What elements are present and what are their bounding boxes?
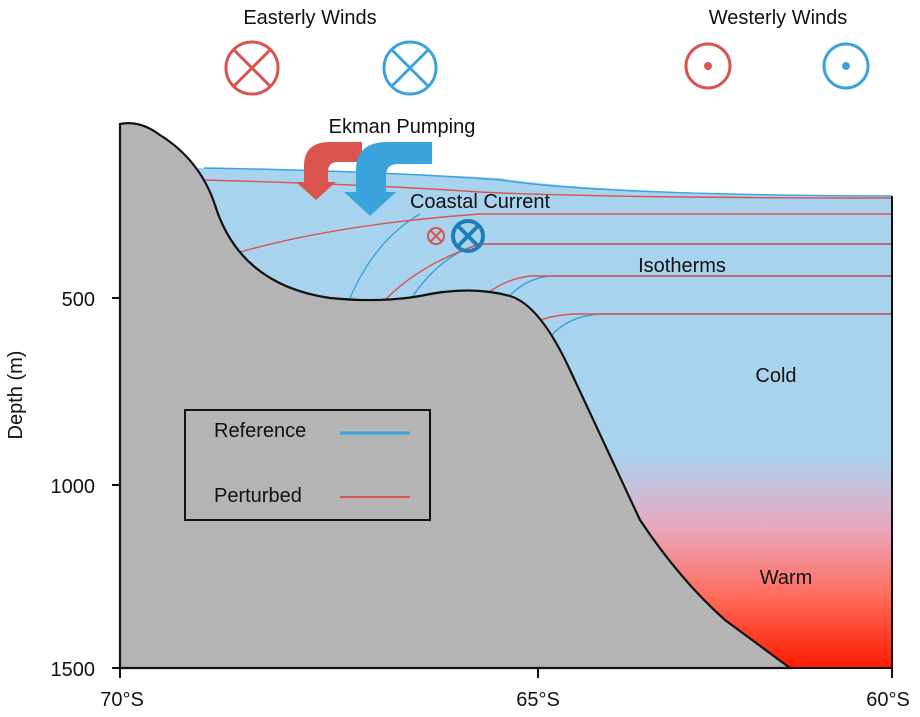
easterly-perturbed-circle-cross-icon bbox=[224, 40, 280, 96]
westerly-winds-label: Westerly Winds bbox=[709, 7, 848, 29]
westerly-reference-circle-dot-icon bbox=[822, 42, 870, 90]
ytick-1000: 1000 bbox=[51, 476, 96, 498]
axes bbox=[112, 124, 893, 678]
legend: Reference Perturbed bbox=[184, 409, 431, 521]
coastal-current-perturbed-circle-cross-icon bbox=[427, 227, 445, 245]
seafloor-shelf bbox=[118, 122, 794, 670]
xtick-65s: 65°S bbox=[516, 689, 560, 711]
coastal-current-reference-circle-cross-icon bbox=[451, 219, 485, 253]
legend-reference-label: Reference bbox=[214, 420, 306, 442]
perturbed-isotherm-1 bbox=[239, 213, 892, 253]
ekman-perturbed-arrow-icon bbox=[296, 142, 362, 200]
ytick-500: 500 bbox=[62, 289, 95, 311]
isotherms-label: Isotherms bbox=[638, 255, 726, 277]
cold-label: Cold bbox=[755, 365, 796, 387]
xtick-60s: 60°S bbox=[866, 689, 910, 711]
easterly-reference-circle-cross-icon bbox=[382, 40, 438, 96]
y-axis-label: Depth (m) bbox=[5, 351, 27, 440]
coastal-current-label: Coastal Current bbox=[410, 191, 551, 213]
ytick-1500: 1500 bbox=[51, 659, 96, 681]
warm-label: Warm bbox=[760, 567, 813, 589]
easterly-winds-label: Easterly Winds bbox=[243, 7, 376, 29]
legend-perturbed-label: Perturbed bbox=[214, 485, 302, 507]
westerly-perturbed-circle-dot-icon bbox=[684, 42, 732, 90]
ekman-reference-arrow-icon bbox=[344, 142, 432, 216]
xtick-70s: 70°S bbox=[100, 689, 144, 711]
ekman-pumping-label: Ekman Pumping bbox=[329, 116, 476, 138]
legend-box bbox=[184, 409, 431, 521]
